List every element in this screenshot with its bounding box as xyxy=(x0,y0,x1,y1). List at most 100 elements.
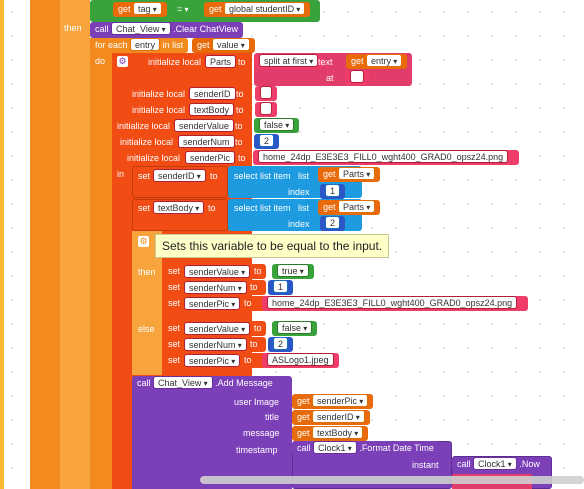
get-textbody-block[interactable]: get textBody xyxy=(292,426,369,441)
gear-icon[interactable]: ⚙ xyxy=(138,236,149,247)
to-label: to xyxy=(235,121,243,131)
then-label: then xyxy=(138,267,156,277)
senderpic-field[interactable]: senderPic xyxy=(312,394,369,407)
senderpic-var[interactable]: senderPic xyxy=(185,151,236,164)
format-datetime-header[interactable]: call Clock1 .Format Date Time xyxy=(292,441,439,456)
text-block[interactable]: home_24dp_E3E3E3_FILL0_wght400_GRAD0_ops… xyxy=(262,296,528,311)
global-var-field[interactable]: global studentID xyxy=(224,2,306,15)
senderid-var[interactable]: senderID xyxy=(189,87,236,100)
method-label: .Add Message xyxy=(215,378,273,388)
number-field[interactable]: 1 xyxy=(273,280,289,293)
parts-var-field[interactable]: Parts xyxy=(338,167,376,180)
number-block[interactable]: 2 xyxy=(268,337,294,352)
text-block[interactable]: home_24dp_E3E3E3_FILL0_wght400_GRAD0_ops… xyxy=(253,150,519,165)
clock-field[interactable]: Clock1 xyxy=(313,441,357,454)
to-label: to xyxy=(236,89,244,99)
at-text-field[interactable] xyxy=(350,70,364,83)
get-entry-block[interactable]: get entry xyxy=(346,54,408,69)
value-var-field[interactable]: value xyxy=(212,38,250,51)
init-label: initialize local xyxy=(132,105,186,115)
number-block[interactable]: 1 xyxy=(268,280,294,295)
gear-icon[interactable]: ⚙ xyxy=(117,56,128,67)
get-label: get xyxy=(209,4,222,14)
add-message-block[interactable] xyxy=(132,376,292,489)
text-block[interactable]: ASLogo1.jpeg xyxy=(262,353,339,368)
number-block[interactable]: 2 xyxy=(254,134,280,149)
call-clear-chatview[interactable]: call Chat_View .Clear ChatView xyxy=(90,22,244,38)
call-label: call xyxy=(137,378,151,388)
set-var-field[interactable]: senderPic xyxy=(184,297,241,310)
empty-text-block[interactable] xyxy=(255,86,277,101)
component-field[interactable]: Chat_View xyxy=(111,22,171,35)
number-field[interactable]: 2 xyxy=(273,337,289,350)
set-textbody-block[interactable] xyxy=(132,199,228,231)
add-message-header[interactable]: call Chat_View .Add Message xyxy=(132,376,278,392)
set-var-field[interactable]: senderNum xyxy=(184,281,247,294)
message-label: message xyxy=(243,428,280,438)
sendernum-var[interactable]: senderNum xyxy=(178,135,235,148)
to-label: to xyxy=(236,105,244,115)
set-var-field[interactable]: senderNum xyxy=(184,338,247,351)
tag-var-field[interactable]: tag xyxy=(133,2,162,15)
to-label: to xyxy=(250,282,258,292)
bool-block[interactable]: false xyxy=(254,118,300,133)
component-field[interactable]: Chat_View xyxy=(153,376,213,389)
set-label: set xyxy=(168,282,181,292)
method-label: .Format Date Time xyxy=(359,443,434,453)
bool-field[interactable]: false xyxy=(277,321,313,334)
clock-now-header[interactable]: call Clock1 .Now xyxy=(452,457,545,472)
set-var-field[interactable]: senderValue xyxy=(184,265,251,278)
bool-block[interactable]: false xyxy=(272,321,318,336)
entry-var-field[interactable]: entry xyxy=(366,54,403,67)
get-label: get xyxy=(297,428,310,438)
split-header[interactable]: split at first xyxy=(254,54,324,69)
number-field[interactable]: 2 xyxy=(259,134,275,147)
eq-op[interactable]: = xyxy=(172,2,194,17)
textbody-field[interactable]: textBody xyxy=(312,426,364,439)
get-parts-block[interactable]: get Parts xyxy=(318,200,381,215)
get-label: get xyxy=(323,169,336,179)
bool-block[interactable]: true xyxy=(272,264,314,279)
empty-text-field[interactable] xyxy=(260,102,272,115)
title-label: title xyxy=(265,412,280,422)
get-label: get xyxy=(297,412,310,422)
bool-field[interactable]: false xyxy=(259,118,295,131)
number-block[interactable]: 1 xyxy=(320,184,346,199)
bool-field[interactable]: true xyxy=(277,264,309,277)
set-var-field[interactable]: textBody xyxy=(153,201,205,214)
in-label: in xyxy=(117,169,125,179)
get-tag-block[interactable]: get tag xyxy=(113,2,167,17)
number-block[interactable]: 2 xyxy=(320,216,346,231)
parts-var[interactable]: Parts xyxy=(205,55,237,68)
split-mode-field[interactable]: split at first xyxy=(259,54,319,67)
parts-var-field[interactable]: Parts xyxy=(338,200,376,213)
text-field[interactable]: ASLogo1.jpeg xyxy=(267,353,334,366)
set-var-field[interactable]: senderValue xyxy=(184,322,251,335)
foreach-label: for each xyxy=(95,40,128,50)
number-field[interactable]: 1 xyxy=(325,184,341,197)
get-senderid-block[interactable]: get senderID xyxy=(292,410,370,425)
foreach-header[interactable]: for each entry in list xyxy=(90,38,189,53)
horizontal-scrollbar[interactable] xyxy=(200,476,584,484)
instant-label: instant xyxy=(412,460,439,470)
text-field[interactable]: home_24dp_E3E3E3_FILL0_wght400_GRAD0_ops… xyxy=(267,296,518,309)
senderid-field[interactable]: senderID xyxy=(312,410,365,423)
sendervalue-var[interactable]: senderValue xyxy=(174,119,234,132)
empty-text-field[interactable] xyxy=(260,86,272,99)
number-field[interactable]: 2 xyxy=(325,216,341,229)
do-label: do xyxy=(95,56,106,66)
set-var-field[interactable]: senderID xyxy=(153,169,206,182)
text-field[interactable]: home_24dp_E3E3E3_FILL0_wght400_GRAD0_ops… xyxy=(258,150,509,163)
set-label: set xyxy=(168,355,181,365)
empty-text-block[interactable] xyxy=(255,102,277,117)
foreach-block[interactable] xyxy=(90,38,112,489)
get-parts-block[interactable]: get Parts xyxy=(318,167,381,182)
textbody-var[interactable]: textBody xyxy=(189,103,235,116)
get-value-block[interactable]: get value xyxy=(192,38,255,53)
at-text-block[interactable] xyxy=(345,70,369,85)
clock-field[interactable]: Clock1 xyxy=(473,457,517,470)
foreach-var[interactable]: entry xyxy=(130,38,161,51)
set-var-field[interactable]: senderPic xyxy=(184,354,241,367)
get-global-block[interactable]: get global studentID xyxy=(204,2,311,17)
get-senderpic-block[interactable]: get senderPic xyxy=(292,394,374,409)
